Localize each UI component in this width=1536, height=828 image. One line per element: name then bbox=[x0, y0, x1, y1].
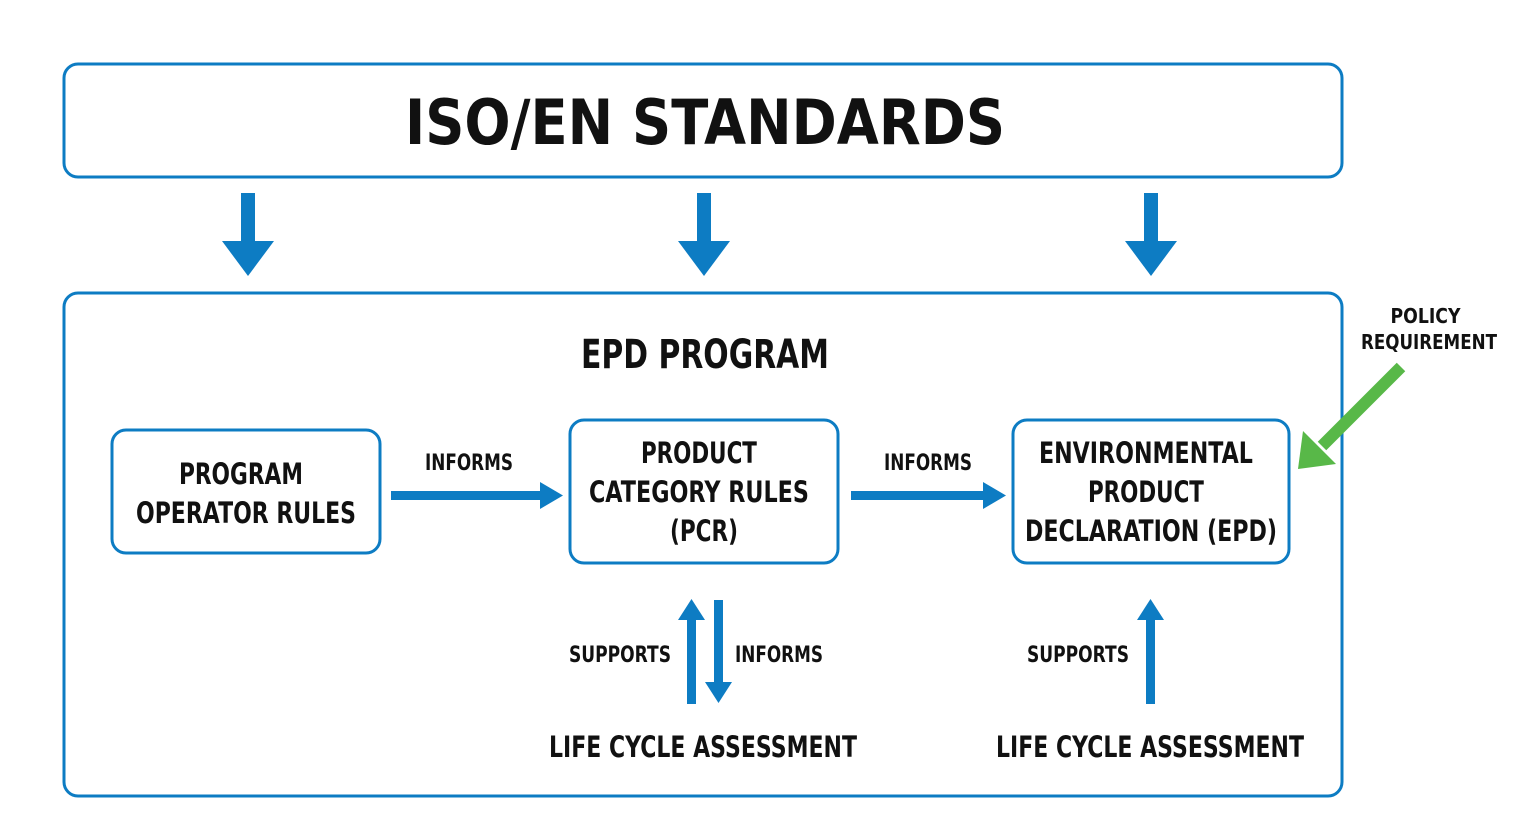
lca-label-right: LIFE CYCLE ASSESSMENT bbox=[996, 730, 1304, 764]
pcr-label: PRODUCT CATEGORY RULES (PCR) bbox=[589, 436, 819, 548]
right-arrow-icon bbox=[391, 482, 563, 509]
policy-requirement-label: POLICY REQUIREMENT bbox=[1361, 304, 1497, 354]
edge-label-pcr-informs-lca: INFORMS bbox=[735, 643, 823, 668]
epd-label: ENVIRONMENTAL PRODUCT DECLARATION (EPD) bbox=[1025, 436, 1277, 548]
up-arrow-icon bbox=[1137, 599, 1164, 704]
edge-label-lca-supports-pcr: SUPPORTS bbox=[569, 643, 671, 668]
program-operator-rules-box bbox=[110, 428, 382, 555]
edge-label-lca-supports-epd: SUPPORTS bbox=[1027, 643, 1129, 668]
down-arrow-icon bbox=[222, 193, 274, 276]
pcr-box bbox=[568, 418, 840, 565]
down-arrow-icon bbox=[705, 600, 732, 703]
standards-title: ISO/EN STANDARDS bbox=[405, 86, 1005, 159]
up-arrow-icon bbox=[678, 599, 705, 704]
edge-label-operator-to-pcr: INFORMS bbox=[425, 451, 513, 476]
lca-label-left: LIFE CYCLE ASSESSMENT bbox=[549, 730, 857, 764]
down-arrow-icon bbox=[1125, 193, 1177, 276]
right-arrow-icon bbox=[851, 482, 1006, 509]
standards-box bbox=[62, 62, 1344, 179]
down-arrow-icon bbox=[678, 193, 730, 276]
program-operator-rules-label: PROGRAM OPERATOR RULES bbox=[136, 457, 356, 530]
epd-box bbox=[1011, 418, 1291, 565]
policy-arrow-icon bbox=[1298, 362, 1406, 469]
edge-label-pcr-to-epd: INFORMS bbox=[884, 451, 972, 476]
epd-program-title: EPD PROGRAM bbox=[581, 332, 829, 378]
